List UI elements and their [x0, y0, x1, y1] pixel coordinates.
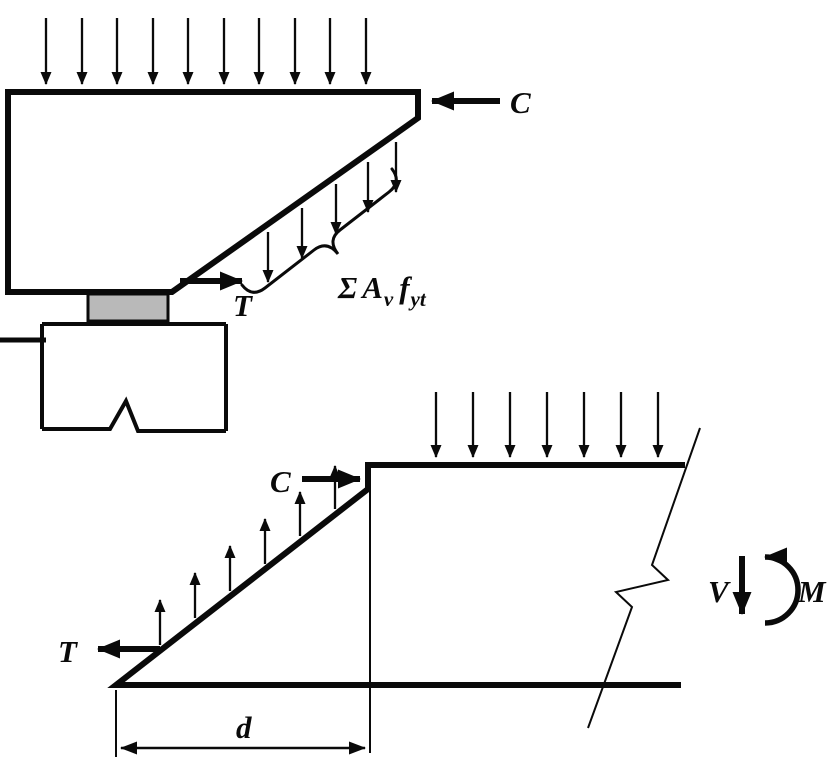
stirrup-force-arrows-top — [262, 142, 402, 283]
moment-arrow — [764, 547, 801, 626]
moment-label: M — [797, 574, 827, 609]
shear-label: V — [708, 574, 731, 609]
bottom-free-body: d C T V M — [58, 392, 827, 757]
bottom-distributed-load-arrows — [430, 392, 664, 458]
stirrup-force-arrows-bottom — [154, 465, 341, 645]
support-break-line — [42, 396, 226, 433]
dimension-label: d — [236, 710, 252, 745]
support-column — [40, 322, 228, 433]
section-break-line — [587, 427, 701, 729]
stirrup-brace — [240, 167, 398, 294]
bottom-beam-outline — [107, 462, 685, 688]
top-tension-label: T — [233, 288, 253, 323]
bottom-compression-label: C — [270, 464, 291, 499]
top-distributed-load-arrows — [40, 18, 372, 85]
bottom-tension-label: T — [58, 634, 78, 669]
top-compression-label: C — [510, 85, 531, 120]
top-beam-outline — [5, 89, 421, 295]
dimension-d: d — [120, 710, 366, 755]
bearing-pad — [86, 292, 170, 323]
